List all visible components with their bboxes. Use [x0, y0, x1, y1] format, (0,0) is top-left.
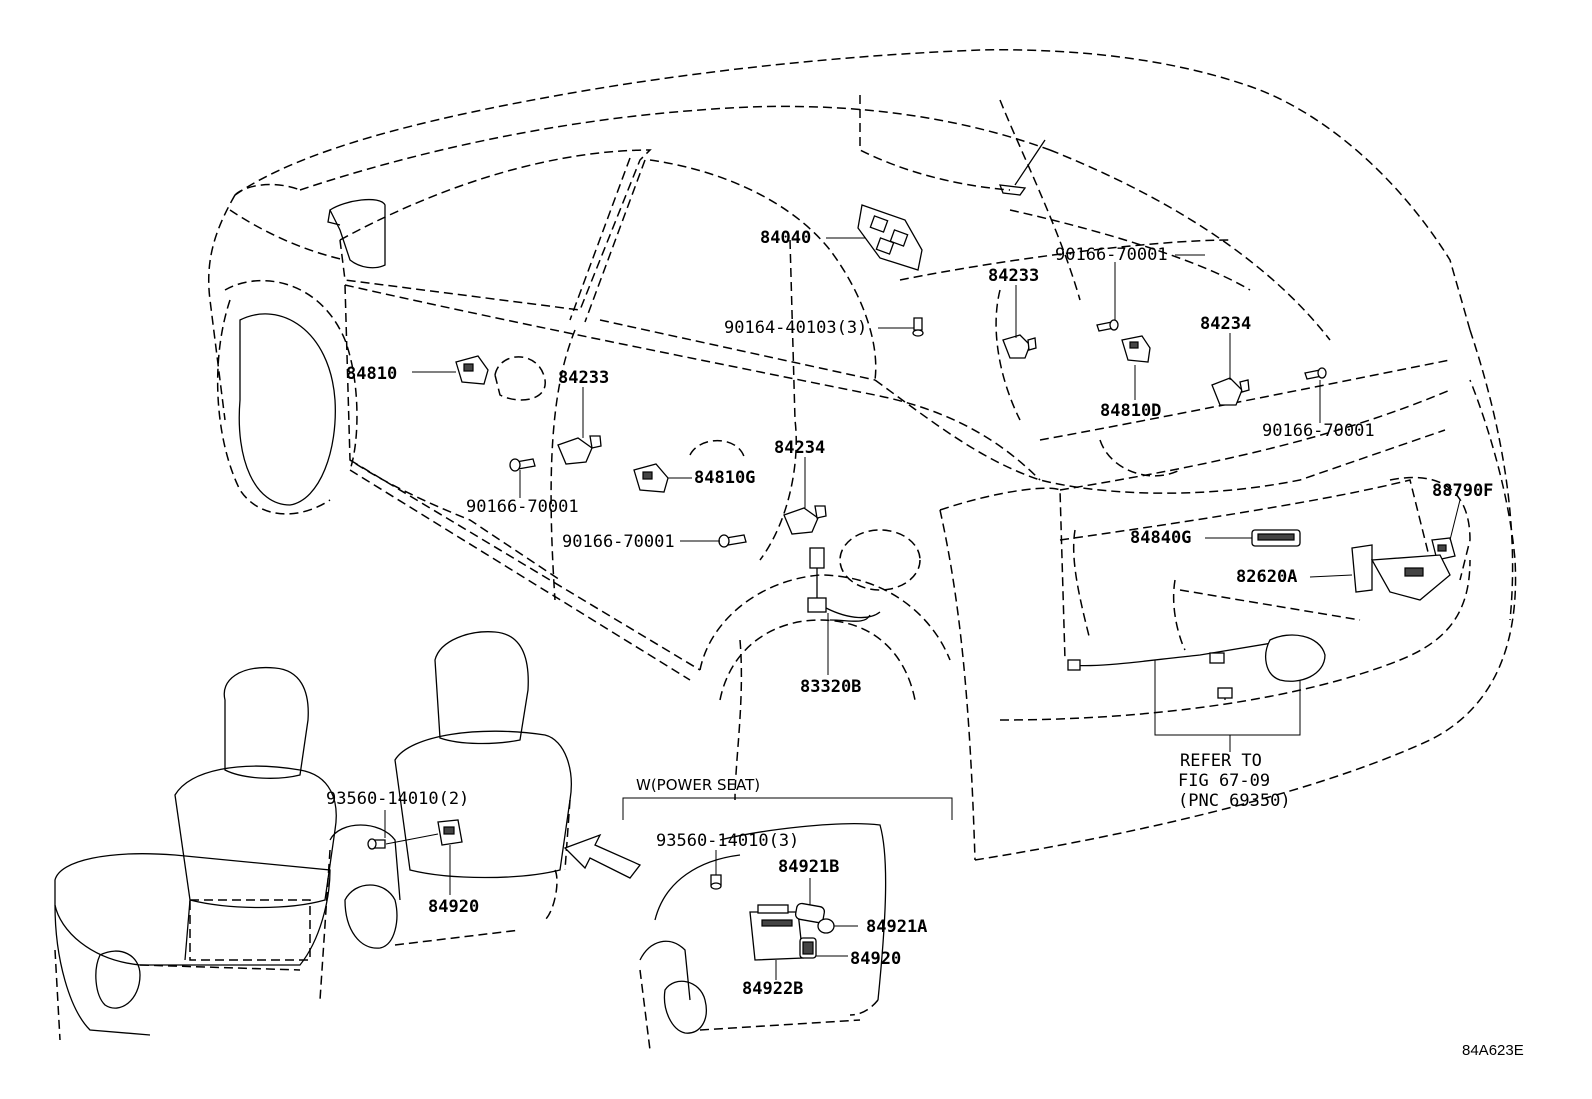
switch-84233-rear — [1002, 334, 1037, 359]
label-93560-3: 93560-14010(3) — [656, 831, 799, 851]
label-90166-left: 90166-70001 — [466, 497, 579, 517]
part-83320B — [807, 547, 881, 622]
part-84040-switch — [857, 204, 923, 271]
label-84810: 84810 — [346, 364, 397, 384]
screw-90166-top — [1096, 319, 1119, 332]
refer-bracket — [1154, 660, 1301, 752]
labels: 84040 90164-40103(3) 84233 90166-70001 8… — [326, 228, 1524, 1059]
screw-90166-left — [509, 458, 536, 472]
car-body-outline — [207, 49, 1517, 861]
part-84810G — [633, 463, 669, 493]
label-84921B: 84921B — [778, 857, 839, 877]
label-84810D: 84810D — [1100, 401, 1161, 421]
power-seat-detail — [622, 797, 953, 1051]
seat-left-illustration — [54, 631, 572, 1041]
switch-84234-rear — [1211, 377, 1250, 406]
screw-90164 — [912, 317, 924, 337]
label-84920-right: 84920 — [850, 949, 901, 969]
screw-90166-right — [1304, 367, 1327, 380]
label-84840G: 84840G — [1130, 528, 1191, 548]
label-84920-left: 84920 — [428, 897, 479, 917]
label-90166-top: 90166-70001 — [1055, 245, 1168, 265]
label-83320B: 83320B — [800, 677, 861, 697]
label-84233-rear: 84233 — [988, 266, 1039, 286]
label-90166-mid: 90166-70001 — [562, 532, 675, 552]
label-fig-67-09: FIG 67-09 — [1178, 771, 1270, 791]
arrow-to-detail — [563, 833, 642, 879]
label-90166-right: 90166-70001 — [1262, 421, 1375, 441]
label-84040: 84040 — [760, 228, 811, 248]
label-84921A: 84921A — [866, 917, 927, 937]
label-84810G: 84810G — [694, 468, 755, 488]
label-84234-rear: 84234 — [1200, 314, 1251, 334]
label-93560-2: 93560-14010(2) — [326, 789, 469, 809]
figure-code: 84A623E — [1462, 1042, 1524, 1059]
part-82620A — [1351, 544, 1451, 601]
label-refer-to: REFER TO — [1180, 751, 1262, 771]
switch-84234-front — [783, 505, 827, 535]
screw-90166-mid — [718, 534, 747, 548]
label-84233-front: 84233 — [558, 368, 609, 388]
label-82620A: 82620A — [1236, 567, 1297, 587]
part-84840G — [1251, 529, 1301, 547]
part-84810D — [1121, 335, 1151, 363]
label-90164-40103: 90164-40103(3) — [724, 318, 867, 338]
label-84922B: 84922B — [742, 979, 803, 999]
wire-harness-rear — [1067, 634, 1326, 700]
part-88790F — [1431, 537, 1456, 561]
label-pnc-69350: (PNC 69350) — [1178, 791, 1291, 811]
label-88790F: 88790F — [1432, 481, 1493, 501]
label-power-seat: W(POWER SEAT) — [636, 776, 760, 794]
switch-84233-front — [557, 435, 602, 465]
leader-lines — [412, 237, 1461, 675]
part-84810 — [455, 355, 489, 385]
label-84234-front: 84234 — [774, 438, 825, 458]
